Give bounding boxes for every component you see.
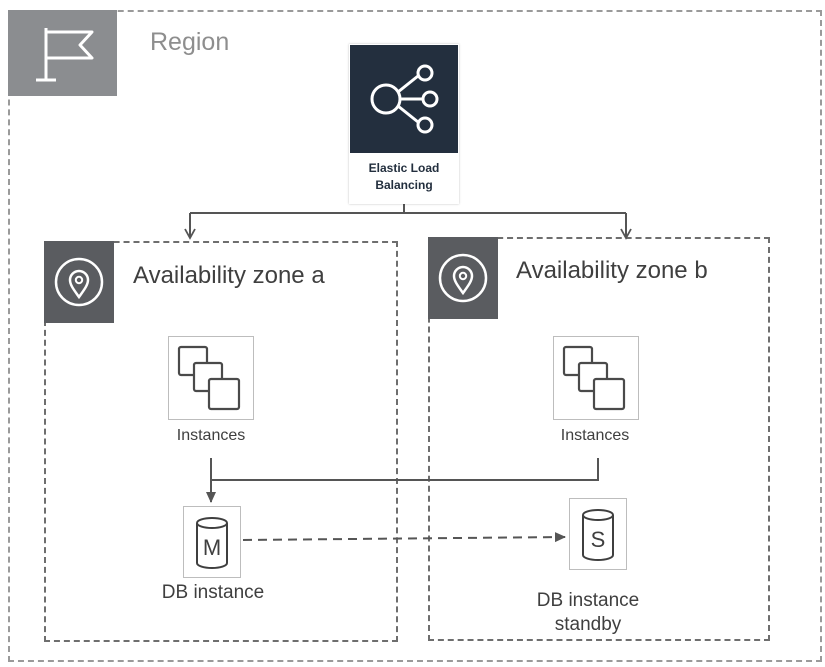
availability-zone-a [44, 241, 398, 642]
db-master-card: M [183, 506, 241, 578]
instances-b-card [553, 336, 639, 420]
region-label: Region [150, 28, 230, 56]
db-master-label: DB instance [161, 582, 265, 603]
instances-a-card [168, 336, 254, 420]
instances-icon [562, 345, 626, 411]
db-standby-label: DB instance standby [515, 589, 661, 637]
db-standby-label-line2: standby [554, 614, 622, 635]
instances-a-label: Instances [176, 427, 246, 444]
database-icon: M [196, 517, 228, 569]
db-standby-label-line1: DB instance [536, 590, 640, 611]
elb-label: Elastic Load Balancing [349, 160, 459, 194]
zone-b-label: Availability zone b [516, 257, 708, 284]
location-pin-icon [438, 253, 488, 303]
zone-a-label: Availability zone a [133, 262, 325, 289]
region-boundary [8, 10, 822, 662]
database-icon: S [582, 509, 614, 561]
db-standby-letter: S [591, 527, 606, 552]
replication-arrow [242, 532, 566, 543]
region-badge [8, 10, 117, 96]
zone-a-badge [44, 241, 114, 323]
elb-label-line1: Elastic Load [368, 161, 440, 175]
location-pin-icon [54, 257, 104, 307]
instances-b-to-db-line [211, 458, 599, 481]
elb-label-line2: Balancing [375, 178, 433, 192]
zone-b-badge [428, 237, 498, 319]
db-standby-card: S [569, 498, 627, 570]
availability-zone-b [428, 237, 770, 641]
db-master-letter: M [203, 535, 221, 560]
load-balancer-icon-box [350, 45, 458, 153]
load-balancer-icon [370, 64, 439, 134]
instances-icon [177, 345, 241, 411]
flag-icon [36, 28, 94, 82]
instances-b-label: Instances [560, 427, 630, 444]
